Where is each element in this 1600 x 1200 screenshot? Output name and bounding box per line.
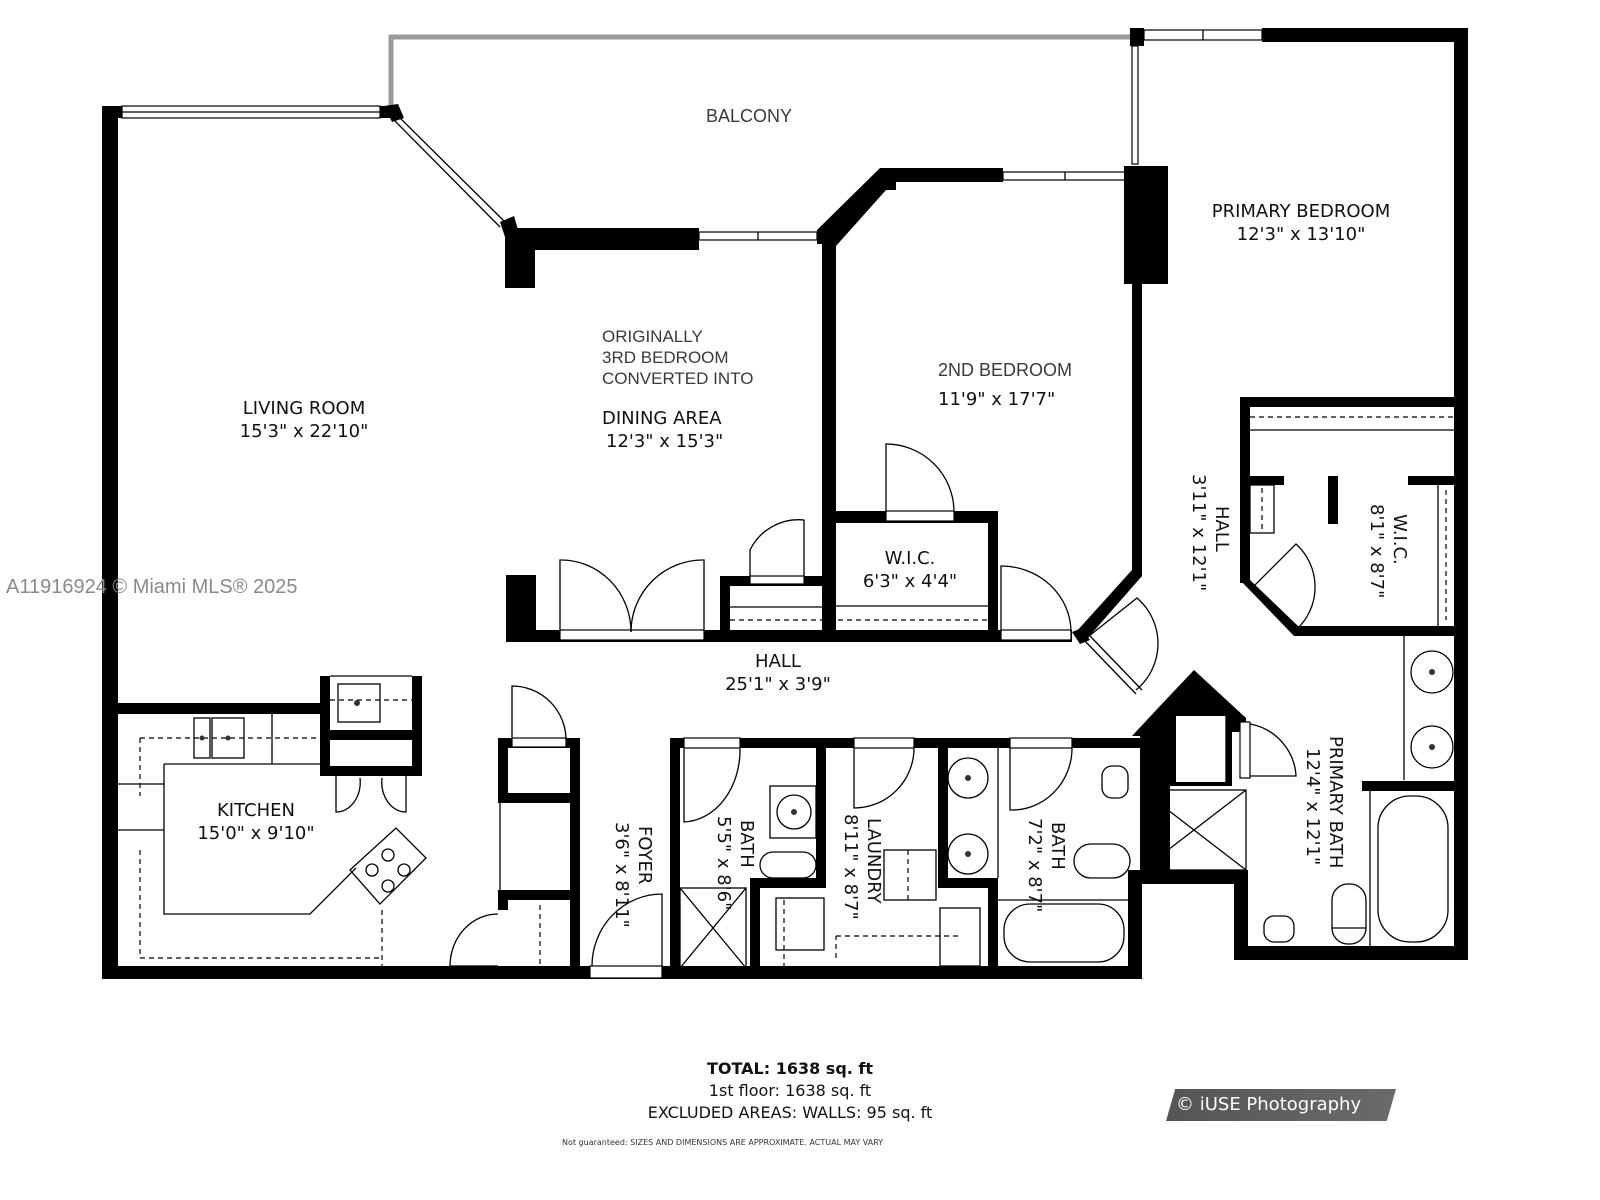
dining-note-line-3: CONVERTED INTO — [602, 369, 754, 388]
total-area: TOTAL: 1638 sq. ft — [706, 1059, 874, 1078]
bath-1-dim: 5'5" x 8'6" — [713, 816, 735, 911]
excluded-area: EXCLUDED AREAS: WALLS: 95 sq. ft — [647, 1103, 933, 1122]
primary-bedroom-label: PRIMARY BEDROOM 12'3" x 13'10" — [1196, 201, 1406, 246]
kitchen-walls — [102, 675, 427, 966]
primary-bedroom-name: PRIMARY BEDROOM — [1211, 201, 1391, 222]
wic-small-name: W.I.C. — [884, 548, 936, 569]
second-bedroom-walls — [817, 168, 1128, 640]
balcony-railing — [388, 34, 1130, 112]
second-bedroom-name: 2ND BEDROOM — [938, 360, 1073, 380]
hall-side-name: HALL — [1211, 506, 1232, 552]
angled-window — [384, 104, 520, 240]
foyer-name: FOYER — [634, 826, 655, 885]
primary-bath-label: PRIMARY BATH 12'4" x 12'1" — [1301, 736, 1347, 869]
bath-2-dim: 7'2" x 8'7" — [1024, 818, 1046, 913]
brand-badge-background — [1166, 1089, 1396, 1121]
foyer-dim: 3'6" x 8'11" — [611, 822, 633, 928]
hall-side-label: HALL 3'11" x 12'1" — [1187, 474, 1233, 592]
foyer-closets — [449, 685, 663, 979]
dining-area-dim: 12'3" x 15'3" — [606, 430, 724, 452]
wic-small-dim: 6'3" x 4'4" — [862, 570, 958, 592]
hall-north-wall — [506, 443, 1159, 695]
kitchen-label: KITCHEN 15'0" x 9'10" — [156, 800, 356, 845]
brand-label: © iUSE Photography — [1176, 1094, 1362, 1115]
kitchen-dim: 15'0" x 9'10" — [197, 822, 315, 844]
wic-small-label: W.I.C. 6'3" x 4'4" — [850, 548, 970, 593]
wic-primary-dim: 8'1" x 8'7" — [1366, 504, 1388, 599]
bath-laundry-block — [670, 737, 1140, 978]
primary-bath-name: PRIMARY BATH — [1325, 736, 1346, 869]
disclaimer: Not guaranteed: SIZES AND DIMENSIONS ARE… — [562, 1138, 884, 1147]
laundry-dim: 8'11" x 8'7" — [840, 814, 862, 920]
hall-main-label: HALL 25'1" x 3'9" — [718, 651, 838, 696]
bath-1-name: BATH — [736, 820, 757, 868]
primary-bath-fixtures — [1263, 636, 1454, 946]
bath-1-label: BATH 5'5" x 8'6" — [712, 816, 758, 911]
balcony-label: BALCONY — [706, 106, 793, 126]
kitchen-name: KITCHEN — [217, 800, 295, 821]
bath-2-name: BATH — [1047, 822, 1068, 870]
hall-main-dim: 25'1" x 3'9" — [725, 673, 831, 695]
primary-wic-walls — [1240, 397, 1454, 636]
wic-primary-name: W.I.C. — [1389, 514, 1410, 565]
brand-badge: © iUSE Photography — [1166, 1089, 1396, 1121]
living-room-window — [121, 105, 381, 119]
area-summary: TOTAL: 1638 sq. ft 1st floor: 1638 sq. f… — [560, 1058, 1020, 1124]
living-room-dim: 15'3" x 22'10" — [239, 420, 369, 442]
foyer-label: FOYER 3'6" x 8'11" — [610, 822, 656, 928]
laundry-name: LAUNDRY — [863, 818, 884, 904]
first-floor-area: 1st floor: 1638 sq. ft — [708, 1081, 872, 1100]
second-bedroom-dim: 11'9" x 17'7" — [938, 389, 1056, 410]
dining-note-line-1: ORIGINALLY — [602, 327, 703, 346]
laundry-label: LAUNDRY 8'11" x 8'7" — [839, 814, 885, 920]
hall-side-dim: 3'11" x 12'1" — [1188, 474, 1210, 592]
hall-main-name: HALL — [755, 651, 801, 672]
dining-note-line-2: 3RD BEDROOM — [602, 348, 729, 367]
central-core — [1132, 670, 1297, 880]
living-room-label: LIVING ROOM 15'3" x 22'10" — [214, 398, 394, 443]
dining-north-wall — [505, 228, 818, 288]
mls-watermark: A11916924 © Miami MLS® 2025 — [6, 576, 298, 598]
dining-area-name: DINING AREA — [602, 408, 722, 429]
bath-2-label: BATH 7'2" x 8'7" — [1023, 818, 1069, 913]
primary-bath-dim: 12'4" x 12'1" — [1302, 748, 1324, 866]
wic-primary-label: W.I.C. 8'1" x 8'7" — [1365, 504, 1411, 599]
dining-note: ORIGINALLY 3RD BEDROOM CONVERTED INTO — [602, 326, 753, 389]
primary-bedroom-west-wall — [1076, 29, 1263, 640]
living-room-name: LIVING ROOM — [242, 398, 366, 419]
dining-area-label: DINING AREA 12'3" x 15'3" — [602, 408, 723, 453]
primary-bedroom-dim: 12'3" x 13'10" — [1236, 223, 1366, 245]
